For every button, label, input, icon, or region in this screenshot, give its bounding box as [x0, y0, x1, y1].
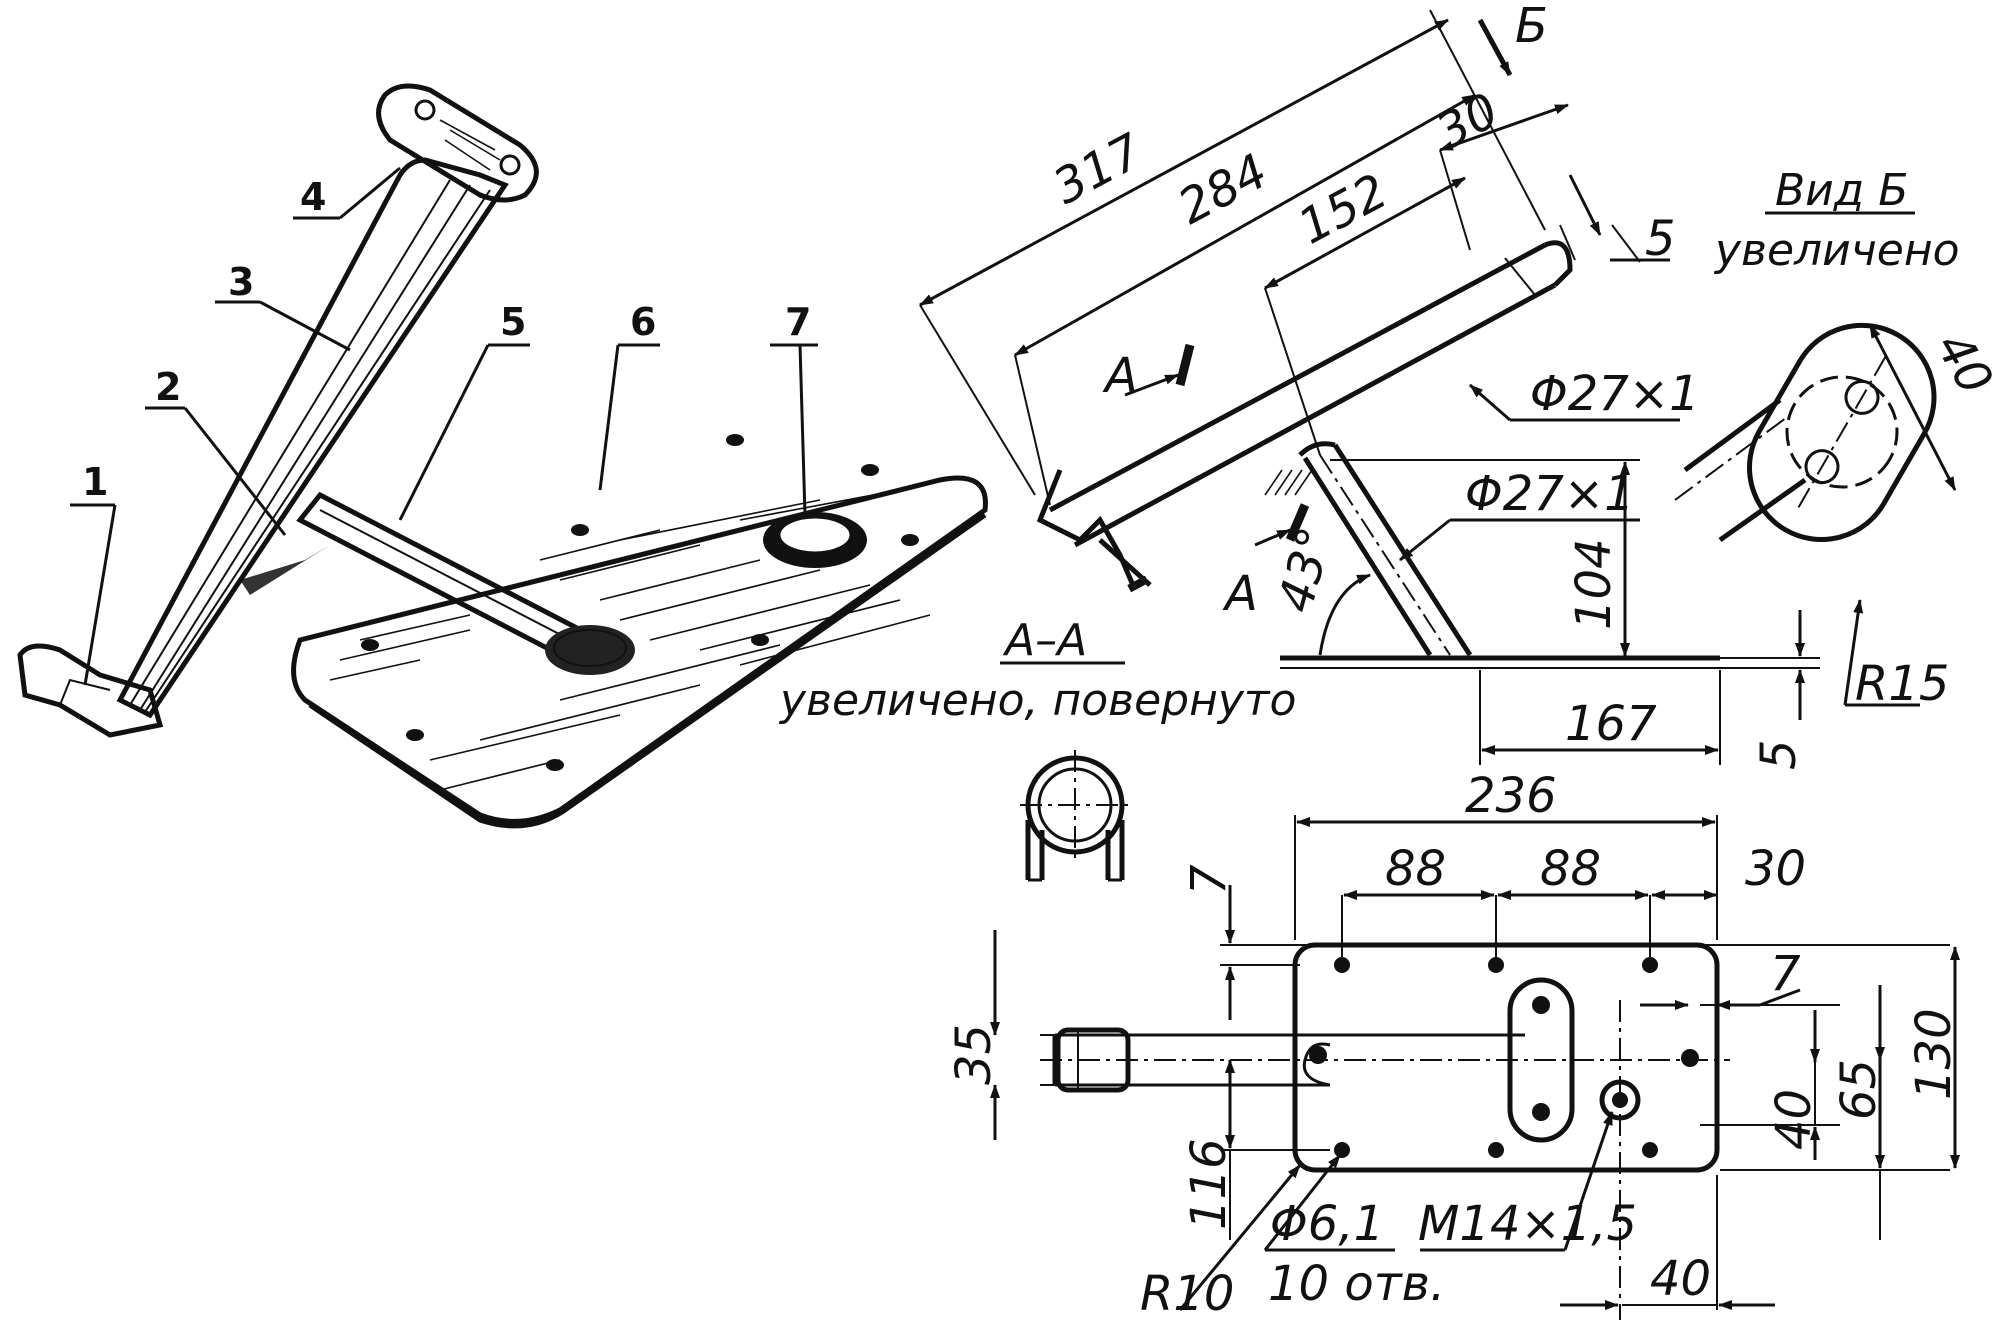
part-label-4: 4: [300, 175, 326, 219]
dim-30-plan-text: 30: [1745, 841, 1806, 897]
dim-40-v-text: 40: [1766, 1089, 1822, 1150]
base-plate: [291, 434, 988, 829]
dim-30: 30: [1427, 82, 1569, 251]
dim-65-text: 65: [1831, 1059, 1887, 1120]
part-label-2: 2: [155, 365, 181, 409]
dim-5-top-text: 5: [1645, 211, 1676, 267]
isometric-view: 4 3 2 1 5 6 7: [17, 83, 988, 829]
dim-317-text: 317: [1044, 123, 1152, 216]
dim-130-text: 130: [1906, 1008, 1962, 1100]
dim-104-text: 104: [1566, 538, 1622, 630]
section-aa-title: А–А: [1002, 615, 1087, 666]
dim-88a-text: 88: [1385, 841, 1446, 897]
part-label-3: 3: [228, 260, 254, 304]
dim-88b-text: 88: [1540, 841, 1601, 897]
dim-104: 104: [1330, 459, 1640, 657]
plan-view: 236 88 88 30 7 7 35 116 40 65: [946, 768, 1962, 1322]
hole-count-text: 10 отв.: [1268, 1256, 1445, 1312]
cut-label-a1: А: [1102, 348, 1138, 404]
view-b-subtitle: увеличено: [1713, 225, 1960, 276]
view-b-marker: Б: [1515, 0, 1548, 54]
part-labels: 4 3 2 1 5 6 7: [70, 166, 818, 686]
bottom-clamp: [17, 643, 164, 738]
gusset: [240, 545, 330, 595]
dim-317: 317: [919, 9, 1546, 496]
strut-diameter-text: Φ27×1: [1465, 466, 1635, 522]
r10-text: R10: [1140, 1266, 1234, 1322]
dim-40-h-text: 40: [1650, 1251, 1711, 1307]
strut-dia-leader: Φ27×1: [1399, 466, 1640, 562]
dim-152: 152: [1264, 163, 1466, 456]
part-label-1: 1: [82, 460, 108, 504]
section-cut-a: А А: [1102, 343, 1310, 622]
thread-text: M14×1,5: [1418, 1196, 1637, 1252]
cut-label-a2: А: [1222, 566, 1258, 622]
dim-284-text: 284: [1169, 143, 1276, 235]
part-label-5: 5: [500, 300, 526, 344]
dim-angle: 43°: [1267, 521, 1371, 656]
dim-7-top-text: 7: [1181, 864, 1237, 895]
plate-holes: [361, 434, 919, 771]
dim-30-text: 30: [1427, 82, 1507, 160]
view-b-title: Вид Б: [1775, 165, 1908, 216]
plan-plate: [1292, 942, 1720, 1173]
main-tube: [116, 157, 509, 719]
plan-holes: [1309, 957, 1699, 1158]
view-b: Вид Б увеличено 40 R15: [1674, 165, 1992, 712]
side-tube: [1036, 224, 1576, 657]
part-label-6: 6: [630, 300, 656, 344]
hole-diameter-text: Φ6,1: [1270, 1196, 1384, 1252]
dim-167: 167: [1479, 670, 1721, 765]
tube-dia-leader: Φ27×1: [1469, 366, 1700, 422]
dim-35-text: 35: [946, 1024, 1002, 1085]
foot-pad: [376, 83, 539, 203]
plan-tube: [1040, 1027, 1730, 1093]
view-b-arrow: Б: [1477, 0, 1548, 77]
tube-diameter-text: Φ27×1: [1530, 366, 1700, 422]
dim-167-text: 167: [1565, 696, 1657, 752]
dim-116-text: 116: [1181, 1138, 1237, 1230]
dim-236-text: 236: [1465, 768, 1557, 824]
plan-pad: [1507, 977, 1575, 1143]
dim-5-plate-text: 5: [1751, 739, 1807, 770]
strut-tube: [296, 491, 635, 675]
nut: [763, 512, 867, 568]
part-label-7: 7: [785, 300, 811, 344]
dim-5-top: 5: [1568, 174, 1676, 267]
view-b-r15-text: R15: [1855, 656, 1949, 712]
dim-7-right-text: 7: [1770, 946, 1801, 1002]
dim-5-plate: 5: [1720, 610, 1820, 770]
dim-152-text: 152: [1289, 163, 1396, 255]
section-aa: А–А увеличено, повернуто: [778, 615, 1296, 882]
section-aa-subtitle: увеличено, повернуто: [778, 675, 1296, 726]
